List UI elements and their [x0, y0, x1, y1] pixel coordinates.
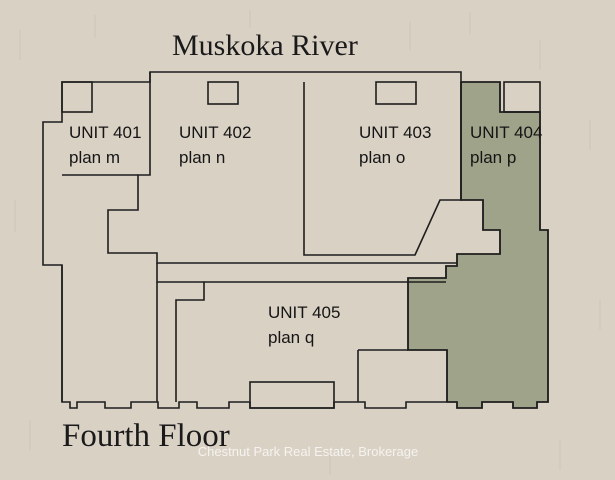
- unit-403-plan: plan o: [359, 148, 405, 167]
- unit-405-plan: plan q: [268, 328, 314, 347]
- background-texture: [14, 10, 601, 475]
- unit-402-label: UNIT 402: [179, 123, 251, 142]
- interior-walls: [61, 72, 501, 402]
- watermark: Chestnut Park Real Estate, Brokerage: [198, 444, 418, 459]
- unit-404-label: UNIT 404: [470, 123, 542, 142]
- alcoves: [61, 81, 541, 409]
- unit-401-plan: plan m: [69, 148, 120, 167]
- unit-404-plan: plan p: [470, 148, 516, 167]
- river-label: Muskoka River: [172, 29, 358, 62]
- unit-401-label: UNIT 401: [69, 123, 141, 142]
- floor-label: Fourth Floor: [62, 418, 230, 454]
- unit-402-plan: plan n: [179, 148, 225, 167]
- unit-403-label: UNIT 403: [359, 123, 431, 142]
- unit-405-label: UNIT 405: [268, 303, 340, 322]
